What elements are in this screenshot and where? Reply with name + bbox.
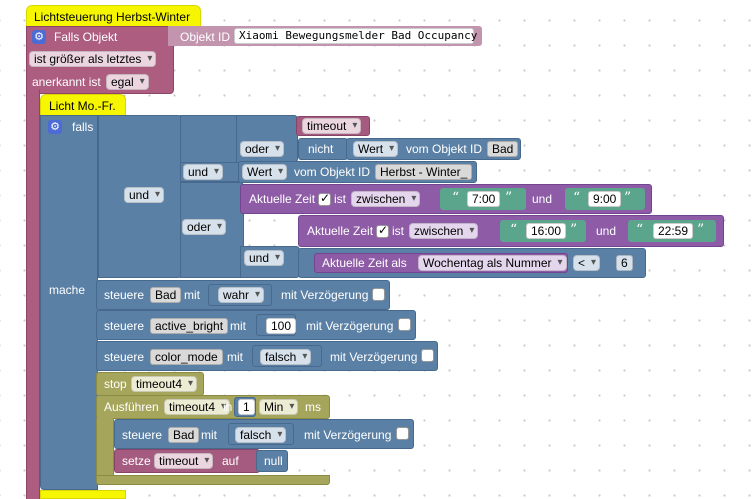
mit-verz-label-3: mit Verzögerung xyxy=(330,350,418,364)
quote-close-icon: ” xyxy=(505,190,513,206)
bad-id-field[interactable]: Bad xyxy=(487,141,519,157)
exec-unit-dropdown[interactable]: Min xyxy=(259,399,299,415)
gear-icon[interactable]: ⚙ xyxy=(48,120,62,134)
quote-open-icon: “ xyxy=(636,222,644,238)
set-var-dropdown[interactable]: timeout xyxy=(154,453,214,469)
exec-number-field[interactable]: 1 xyxy=(238,399,255,415)
delay-checkbox-3[interactable] xyxy=(421,349,434,362)
mache-label: mache xyxy=(49,283,86,297)
zeit-label-1: Aktuelle Zeit xyxy=(249,192,316,206)
ack-dropdown[interactable]: egal xyxy=(106,74,149,90)
zeit-label-3: Aktuelle Zeit als xyxy=(322,256,407,270)
mit-verz-label-4: mit Verzögerung xyxy=(304,428,392,442)
logic-und-1-op[interactable]: und xyxy=(124,187,165,203)
logic-und-2-op[interactable]: und xyxy=(183,164,224,180)
setze-label: setze xyxy=(122,454,151,468)
stop-label: stop xyxy=(104,377,127,391)
time2-to-field[interactable]: 22:59 xyxy=(653,223,694,239)
action2-object[interactable]: active_bright xyxy=(150,318,229,334)
quote-open-icon: “ xyxy=(452,190,460,206)
checkbox-time-1[interactable] xyxy=(318,191,331,206)
vom-objekt-label-2: vom Objekt ID xyxy=(294,165,371,179)
comment-label: Licht Mo.-Fr. xyxy=(49,99,116,113)
exec-label: Ausführen xyxy=(104,400,159,414)
if-block[interactable] xyxy=(40,115,98,490)
ist-label-1: ist xyxy=(334,192,346,206)
logic-oder-1-op[interactable]: oder xyxy=(182,219,227,235)
comment-bottom xyxy=(40,490,126,499)
action1-value-dropdown[interactable]: wahr xyxy=(218,287,265,303)
mit-label-3: mit xyxy=(227,350,243,364)
time1-to-field[interactable]: 9:00 xyxy=(588,191,622,207)
quote-open-icon: “ xyxy=(510,222,518,238)
checkbox-time-2[interactable] xyxy=(376,223,389,238)
steuere-label-1: steuere xyxy=(104,288,145,302)
und-mid-label-2: und xyxy=(596,224,617,238)
time2-from-field[interactable]: 16:00 xyxy=(526,223,567,239)
stop-var-dropdown[interactable]: timeout4 xyxy=(131,376,198,392)
action3-object[interactable]: color_mode xyxy=(150,349,223,365)
und-mid-label-1: und xyxy=(532,192,553,206)
timeout-var-dropdown[interactable]: timeout xyxy=(302,118,362,134)
mit-label-2: mit xyxy=(230,319,246,333)
logic-oder-2-op[interactable]: oder xyxy=(240,141,285,157)
nicht-label: nicht xyxy=(308,142,334,156)
action3-value-dropdown[interactable]: falsch xyxy=(260,349,312,365)
compare-value-field[interactable]: 6 xyxy=(616,255,633,271)
exec-var-dropdown[interactable]: timeout4 xyxy=(164,399,231,415)
zwischen-dropdown-2[interactable]: zwischen xyxy=(409,223,479,239)
compare-op-dropdown[interactable]: < xyxy=(573,255,601,271)
exec-block-rail xyxy=(96,418,114,476)
in-label: in xyxy=(223,400,233,414)
null-label: null xyxy=(264,454,283,468)
mit-label-4: mit xyxy=(201,428,217,442)
object-id-field[interactable]: Xiaomi Bewegungsmelder Bad Occupancy xyxy=(234,28,477,44)
zwischen-dropdown-1[interactable]: zwischen xyxy=(351,191,421,207)
mit-verz-label-1: mit Verzögerung xyxy=(281,288,369,302)
action4-object[interactable]: Bad xyxy=(168,427,200,443)
delay-checkbox-4[interactable] xyxy=(396,427,409,440)
steuere-label-2: steuere xyxy=(104,319,145,333)
action4-value-dropdown[interactable]: falsch xyxy=(235,427,287,443)
delay-checkbox-2[interactable] xyxy=(398,318,411,331)
zeit-label-2: Aktuelle Zeit xyxy=(307,224,374,238)
trigger-left-rail xyxy=(26,90,40,499)
auf-label: auf xyxy=(222,454,239,468)
steuere-label-4: steuere xyxy=(122,428,163,442)
herbst-id-field[interactable]: Herbst - Winter_ xyxy=(375,164,473,180)
ist-label-2: ist xyxy=(392,224,404,238)
trigger-label: Falls Objekt xyxy=(54,30,118,44)
logic-und-3-op[interactable]: und xyxy=(244,250,285,266)
delay-checkbox-1[interactable] xyxy=(372,288,385,301)
logic-und-1[interactable] xyxy=(98,115,182,278)
quote-close-icon: ” xyxy=(624,190,632,206)
exec-block-bottom xyxy=(96,475,330,485)
wert-dropdown-1[interactable]: Wert xyxy=(353,141,399,157)
condition-dropdown[interactable]: ist größer als letztes xyxy=(29,51,157,67)
steuere-label-3: steuere xyxy=(104,350,145,364)
wert-dropdown-2[interactable]: Wert xyxy=(242,164,288,180)
ack-label: anerkannt ist xyxy=(32,75,101,89)
ms-label: ms xyxy=(305,400,321,414)
quote-open-icon: “ xyxy=(573,190,581,206)
falls-label: falls xyxy=(72,120,94,134)
action1-object[interactable]: Bad xyxy=(150,287,182,303)
gear-icon[interactable]: ⚙ xyxy=(32,30,46,44)
null-block[interactable] xyxy=(256,450,288,472)
quote-close-icon: ” xyxy=(570,222,578,238)
weekday-dropdown[interactable]: Wochentag als Nummer xyxy=(418,255,567,271)
script-title: Lichtsteuerung Herbst-Winter xyxy=(34,10,191,24)
quote-close-icon: ” xyxy=(697,222,705,238)
time1-from-field[interactable]: 7:00 xyxy=(467,191,501,207)
mit-verz-label-2: mit Verzögerung xyxy=(306,319,394,333)
comment-block[interactable]: Licht Mo.-Fr. xyxy=(40,94,126,116)
mit-label-1: mit xyxy=(184,288,200,302)
action2-value[interactable]: 100 xyxy=(266,318,297,334)
script-title-block[interactable]: Lichtsteuerung Herbst-Winter xyxy=(26,5,201,27)
object-id-label: Objekt ID xyxy=(180,30,231,44)
vom-objekt-label-1: vom Objekt ID xyxy=(406,142,483,156)
